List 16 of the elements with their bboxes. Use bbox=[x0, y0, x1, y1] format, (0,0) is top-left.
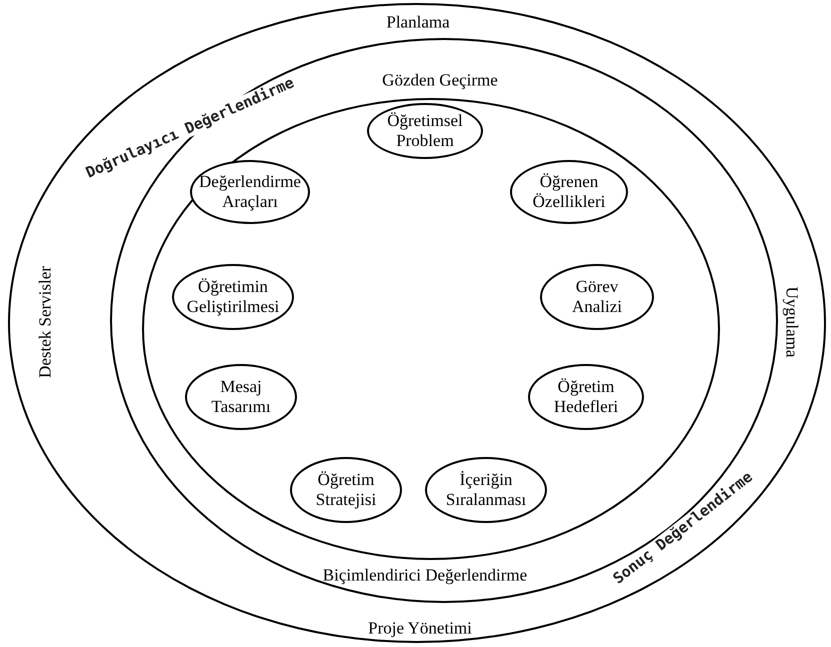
step-oval: Öğretimin Geliştirilmesi bbox=[172, 264, 294, 330]
step-oval: Değerlendirme Araçları bbox=[190, 160, 310, 224]
ring-label: Uygulama bbox=[784, 286, 800, 358]
outer-ellipse bbox=[8, 3, 826, 643]
ring-label: Biçimlendirici Değerlendirme bbox=[322, 566, 528, 584]
step-oval: Öğretim Hedefleri bbox=[528, 364, 644, 430]
step-oval: Öğretim Stratejisi bbox=[290, 457, 402, 523]
ring-label: Gözden Geçirme bbox=[382, 72, 498, 88]
step-oval: Mesaj Tasarımı bbox=[185, 364, 297, 430]
step-oval: Öğrenen Özellikleri bbox=[510, 160, 628, 224]
step-oval: İçeriğin Sıralanması bbox=[425, 457, 547, 523]
ring-label: Destek Servisler bbox=[36, 266, 54, 378]
step-oval: Görev Analizi bbox=[540, 264, 654, 330]
step-oval: Öğretimsel Problem bbox=[367, 103, 483, 159]
ring-label: Proje Yönetimi bbox=[368, 620, 472, 636]
ring-label: Planlama bbox=[386, 14, 450, 30]
